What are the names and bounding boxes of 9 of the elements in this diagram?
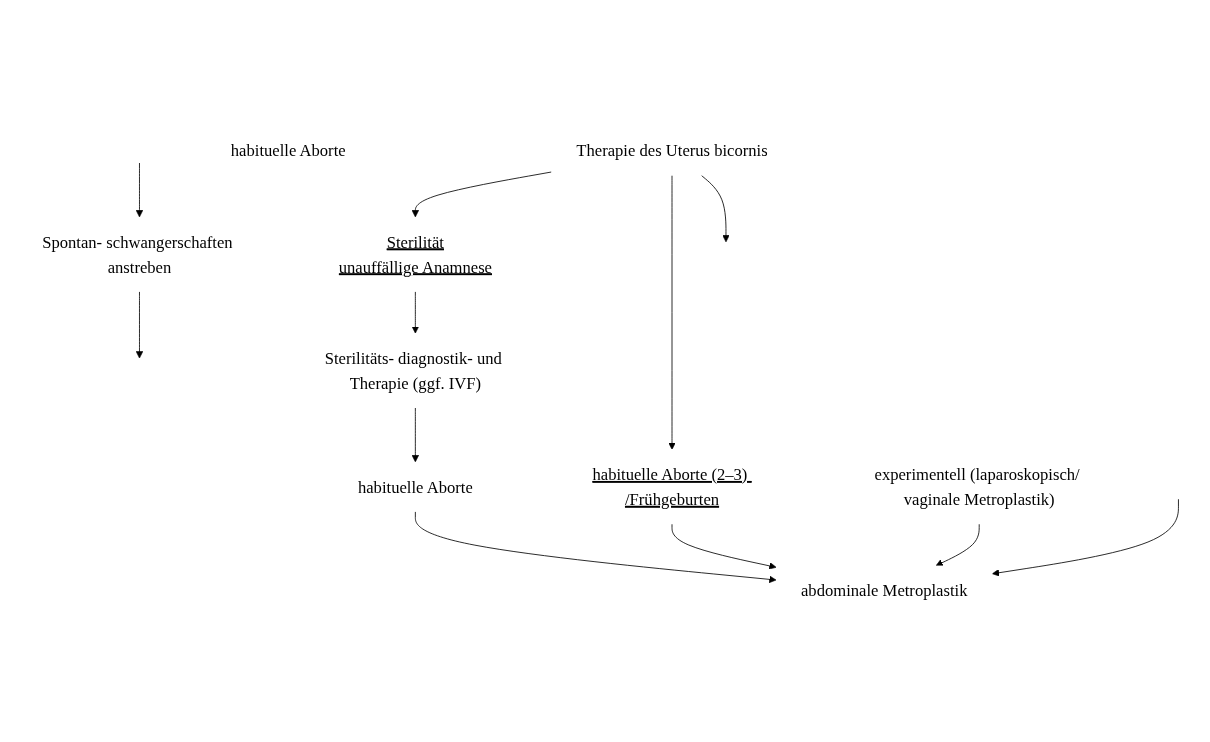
node-text: habituelle Aborte <box>357 478 473 497</box>
node-text: Spontan- schwangerschaften anstreben <box>42 233 233 277</box>
node-text: Sterilität unauffällige Anamnese <box>338 233 492 277</box>
node-text: habituelle Aborte (2–3) /Frühgeburten <box>592 465 748 509</box>
node-text: abdominale Metroplastik <box>801 581 968 601</box>
node-text: habituelle Aborte <box>230 141 346 161</box>
node-text: Sterilitäts- diagnostik- und Therapie (ggf. IVF) <box>324 349 502 393</box>
node-text: experimentell (laparoskopisch/ vaginale Metroplastik) <box>874 465 1080 509</box>
node-text: Therapie des Uterus bicornis <box>576 141 768 161</box>
